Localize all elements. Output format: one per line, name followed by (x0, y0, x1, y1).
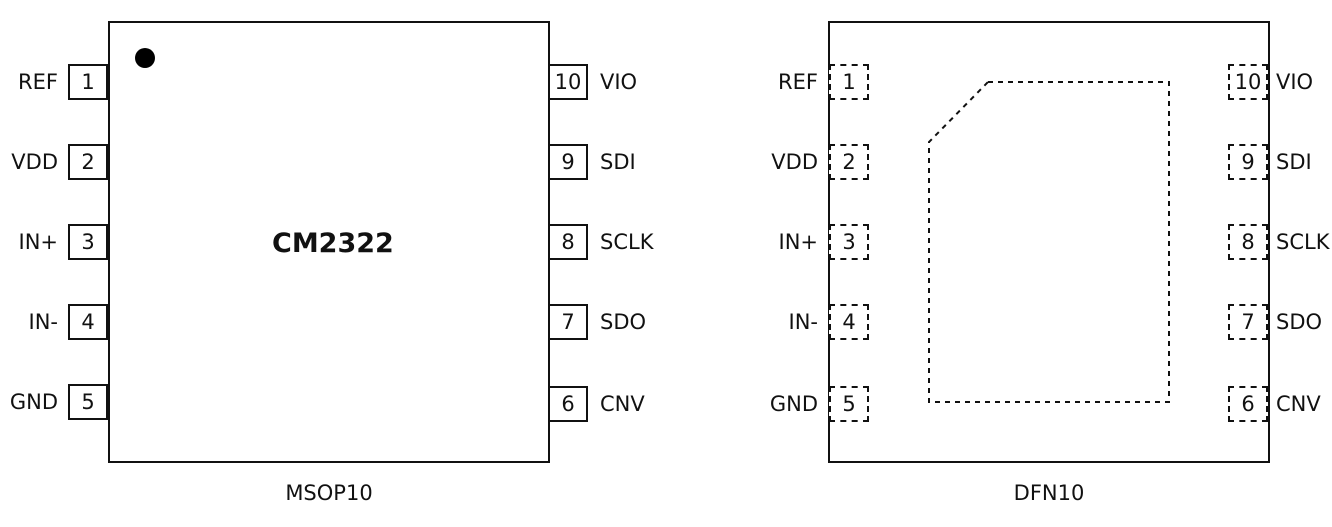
msop-pin2: 2 (68, 144, 108, 180)
msop10-package-body (108, 21, 550, 463)
msop-pin7: 7 (548, 304, 588, 340)
dfn-pin8-label: SCLK (1276, 229, 1330, 254)
dfn-pin6: 6 (1228, 386, 1268, 422)
dfn-pin3-label: IN+ (778, 229, 819, 254)
dfn-pin4: 4 (829, 304, 869, 340)
chip-name: CM2322 (272, 228, 394, 259)
msop-pin9: 9 (548, 144, 588, 180)
dfn-pin10-label: VIO (1276, 69, 1314, 94)
msop-pin6: 6 (548, 386, 588, 422)
msop-pin2-label: VDD (11, 149, 58, 174)
dfn-pin4-label: IN- (788, 309, 818, 334)
dfn-pin8: 8 (1228, 224, 1268, 260)
msop-pin4: 4 (68, 304, 108, 340)
dfn10-package-body (828, 21, 1270, 463)
dfn-pin9: 9 (1228, 144, 1268, 180)
dfn-pin1: 1 (829, 64, 869, 100)
msop-pin7-label: SDO (600, 309, 647, 334)
msop-pin1-label: REF (18, 69, 58, 94)
msop-pin10: 10 (548, 64, 588, 100)
dfn-pin6-label: CNV (1276, 391, 1321, 416)
dfn-caption: DFN10 (1013, 481, 1085, 505)
dfn-pin7: 7 (1228, 304, 1268, 340)
dfn-pin5-label: GND (769, 391, 818, 416)
dfn-pin7-label: SDO (1276, 309, 1323, 334)
msop-pin5-label: GND (9, 389, 58, 414)
dfn-pin1-label: REF (778, 69, 818, 94)
dfn-pin2-label: VDD (771, 149, 818, 174)
dfn-pin5: 5 (829, 386, 869, 422)
msop-pin5: 5 (68, 384, 108, 420)
dfn-pin9-label: SDI (1276, 149, 1312, 174)
dfn-pin3: 3 (829, 224, 869, 260)
msop-pin8: 8 (548, 224, 588, 260)
pin1-indicator-dot (135, 48, 155, 68)
msop-pin9-label: SDI (600, 149, 636, 174)
msop-pin6-label: CNV (600, 391, 645, 416)
msop-pin10-label: VIO (600, 69, 638, 94)
msop-pin8-label: SCLK (600, 229, 654, 254)
msop-pin4-label: IN- (28, 309, 58, 334)
dfn-pin10: 10 (1228, 64, 1268, 100)
dfn-pin2: 2 (829, 144, 869, 180)
msop-pin1: 1 (68, 64, 108, 100)
msop-pin3-label: IN+ (18, 229, 59, 254)
msop-pin3: 3 (68, 224, 108, 260)
msop-caption: MSOP10 (285, 481, 373, 505)
